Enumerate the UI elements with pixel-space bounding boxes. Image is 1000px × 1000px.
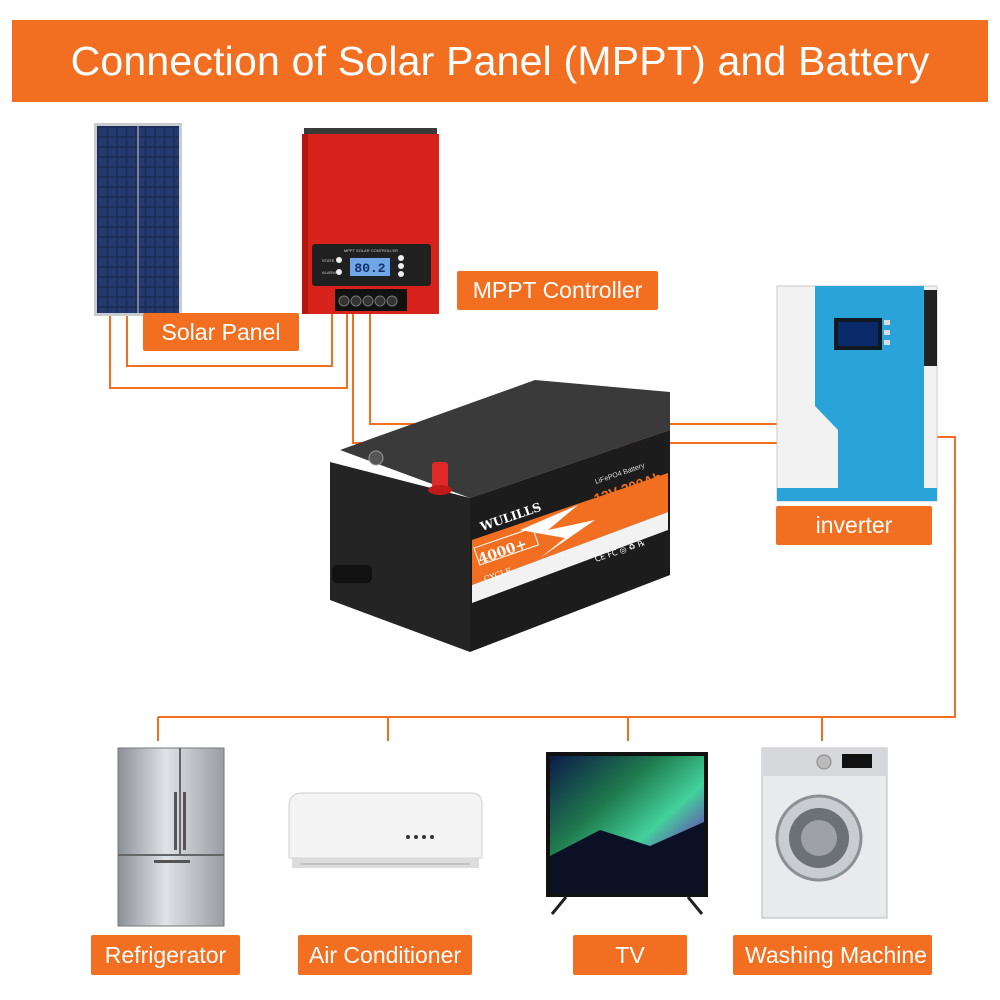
tv-image	[546, 752, 708, 915]
battery-image: WULILLS 4000+ CYCLE LiFePO4 Battery 12V …	[330, 380, 670, 652]
inverter-to-loads-wire	[158, 436, 956, 718]
solar-to-mppt-wire-b	[126, 312, 333, 367]
title-banner: Connection of Solar Panel (MPPT) and Bat…	[12, 20, 988, 102]
inverter-image	[776, 285, 938, 502]
refrigerator-label: Refrigerator	[91, 935, 240, 975]
mppt-alarm-label: ALARM	[322, 270, 336, 275]
diagram-title: Connection of Solar Panel (MPPT) and Bat…	[70, 37, 930, 84]
mppt-display-readout: 80.2	[354, 261, 385, 276]
washing-machine-label: Washing Machine	[733, 935, 932, 975]
mppt-state-label: STATE	[322, 258, 335, 263]
mppt-controller-image: MPPT SOLAR CONTROLLER 80.2 STATE ALARM	[302, 128, 439, 314]
air-conditioner-image	[288, 792, 483, 868]
solar-panel-image	[94, 123, 182, 316]
washing-machine-image	[761, 747, 888, 919]
air-conditioner-label: Air Conditioner	[298, 935, 472, 975]
solar-to-mppt-wire-a	[109, 312, 348, 389]
mppt-controller-label: MPPT Controller	[457, 271, 658, 310]
solar-panel-label: Solar Panel	[143, 313, 299, 351]
refrigerator-image	[117, 747, 225, 927]
mppt-display-header: MPPT SOLAR CONTROLLER	[344, 248, 398, 253]
tv-label: TV	[573, 935, 687, 975]
inverter-label: inverter	[776, 506, 932, 545]
